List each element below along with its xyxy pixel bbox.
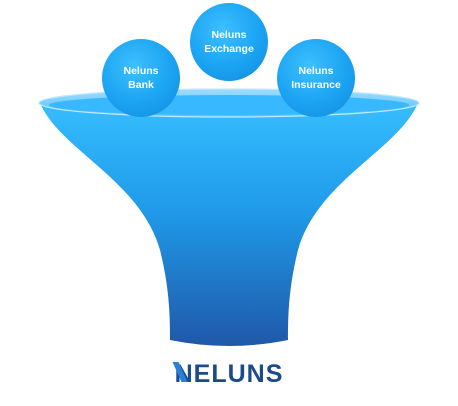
bubble-exchange: Neluns Exchange bbox=[190, 3, 268, 81]
logo-first-letter-wrap: N bbox=[172, 360, 194, 389]
bubble-bank: Neluns Bank bbox=[102, 39, 180, 117]
funnel-body bbox=[40, 103, 418, 346]
bubble-bank-line2: Bank bbox=[128, 79, 154, 91]
bubble-insurance-line1: Neluns bbox=[298, 65, 334, 77]
bubble-exchange-line1: Neluns bbox=[211, 29, 247, 41]
bubble-insurance: Neluns Insurance bbox=[277, 39, 355, 117]
logo-rest: ELUNS bbox=[193, 360, 284, 388]
neluns-logo: NELUNS bbox=[0, 360, 458, 389]
bubble-insurance-line2: Insurance bbox=[291, 79, 341, 91]
bubble-exchange-line2: Exchange bbox=[204, 43, 254, 55]
bubble-bank-line1: Neluns bbox=[123, 65, 159, 77]
funnel-opening bbox=[49, 95, 409, 115]
